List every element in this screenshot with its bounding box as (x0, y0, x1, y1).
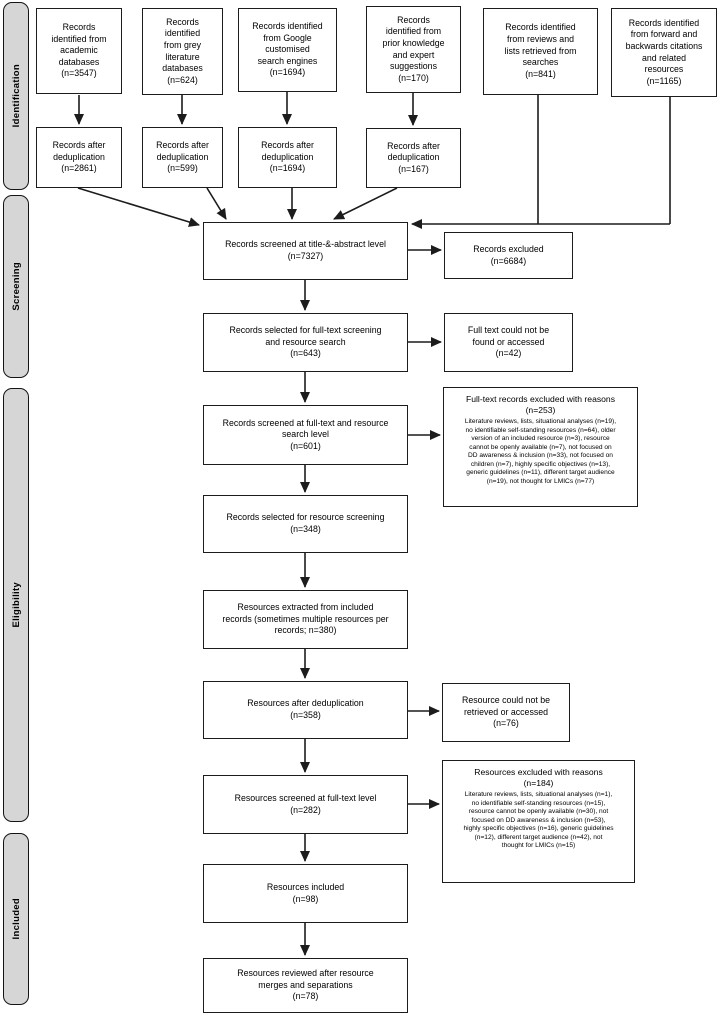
box-dedup-grey: Records after deduplication (n=599) (142, 127, 223, 188)
arrow-dedup2-to-screened (206, 187, 227, 220)
box-records-google-search: Records identified from Google customise… (238, 8, 337, 92)
arrow-dedup4-to-screened (333, 187, 398, 220)
box-fulltext-excluded-reasons: Full-text records excluded with reasons … (443, 387, 638, 507)
box-resource-not-retrieved: Resource could not be retrieved or acces… (442, 683, 570, 742)
box-records-grey-literature: Records identified from grey literature … (142, 8, 223, 95)
box-resources-included: Resources included (n=98) (203, 864, 408, 923)
box-records-citations: Records identified from forward and back… (611, 8, 717, 97)
box-records-academic-databases: Records identified from academic databas… (36, 8, 122, 94)
box-dedup-google: Records after deduplication (n=1694) (238, 127, 337, 188)
box-resources-extracted: Resources extracted from included record… (203, 590, 408, 649)
stage-label-eligibility: Eligibility (3, 388, 29, 822)
stage-label-text: Screening (10, 262, 22, 311)
stage-label-text: Eligibility (10, 582, 22, 628)
box-records-prior-knowledge: Records identified from prior knowledge … (366, 6, 461, 93)
box-dedup-prior: Records after deduplication (n=167) (366, 128, 461, 188)
stage-label-text: Included (10, 898, 22, 940)
exclusion-title: Full-text records excluded with reasons … (465, 394, 616, 416)
box-screened-fulltext-resource: Records screened at full-text and resour… (203, 405, 408, 465)
stage-label-identification: Identification (3, 2, 29, 190)
exclusion-title: Resources excluded with reasons (n=184) (474, 767, 603, 789)
stage-label-included: Included (3, 833, 29, 1005)
box-resources-reviewed-merges: Resources reviewed after resource merges… (203, 958, 408, 1013)
box-records-excluded: Records excluded (n=6684) (444, 232, 573, 279)
box-resources-after-dedup: Resources after deduplication (n=358) (203, 681, 408, 739)
box-dedup-academic: Records after deduplication (n=2861) (36, 127, 122, 188)
stage-label-screening: Screening (3, 195, 29, 378)
box-selected-resource-screening: Records selected for resource screening … (203, 495, 408, 553)
exclusion-reasons-text: Literature reviews, lists, situational a… (464, 418, 617, 485)
box-fulltext-not-found: Full text could not be found or accessed… (444, 313, 573, 372)
box-resources-excluded-reasons: Resources excluded with reasons (n=184) … (442, 760, 635, 883)
box-selected-fulltext-screening: Records selected for full-text screening… (203, 313, 408, 372)
arrow-dedup1-to-screened (77, 187, 200, 227)
box-screened-title-abstract: Records screened at title-&-abstract lev… (203, 222, 408, 280)
exclusion-reasons-text: Literature reviews, lists, situational a… (463, 791, 614, 850)
box-resources-screened-fulltext: Resources screened at full-text level (n… (203, 775, 408, 834)
stage-label-text: Identification (10, 64, 22, 128)
box-records-reviews-lists: Records identified from reviews and list… (483, 8, 598, 95)
